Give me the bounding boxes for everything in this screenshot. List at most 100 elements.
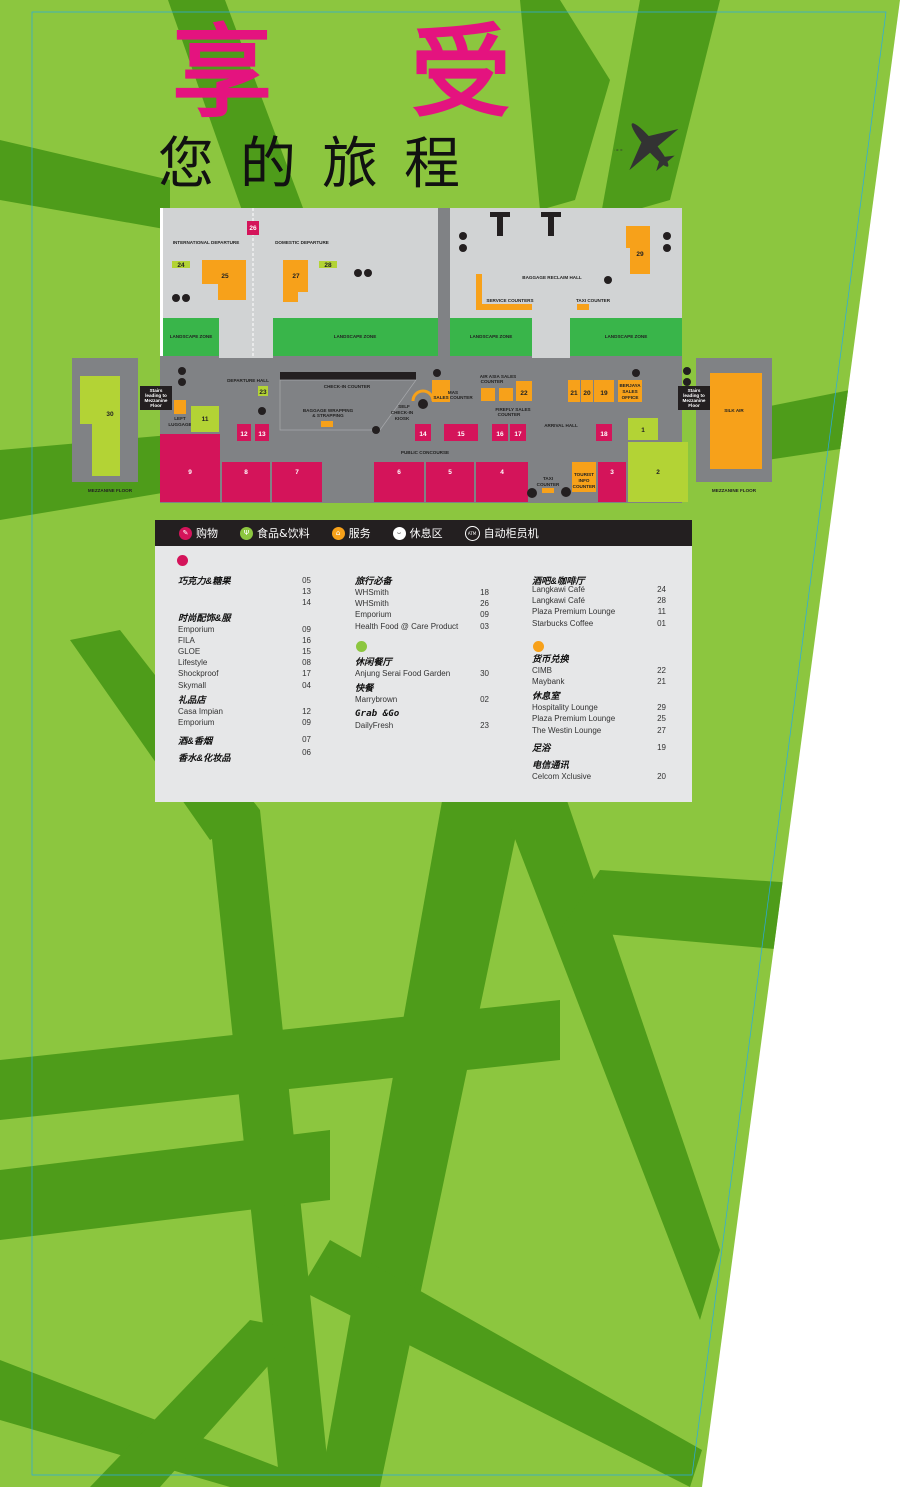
unit-23[interactable]: 23	[259, 389, 267, 396]
category-title: 酒&香烟	[178, 736, 213, 747]
unit-20[interactable]: 20	[583, 390, 591, 397]
unit-3[interactable]: 3	[610, 469, 614, 476]
unit-29[interactable]: 29	[636, 251, 644, 258]
unit-9[interactable]: 9	[188, 469, 192, 476]
baggage-wrapping-label: BAGGAGE WRAPPING	[303, 408, 354, 413]
service-counters-label: SERVICE COUNTERS	[486, 298, 533, 303]
unit-6[interactable]: 6	[397, 469, 401, 476]
category-title: 足浴	[532, 742, 551, 753]
tourist-info-label: COUNTER	[573, 484, 596, 489]
unit-8[interactable]: 8	[244, 469, 248, 476]
restroom-icon	[178, 367, 186, 375]
category-title: Grab &Go	[355, 708, 400, 720]
unit-17[interactable]: 17	[514, 431, 522, 438]
mezzanine-floor-label: MEZZANINE FLOOR	[88, 488, 133, 493]
unit-14[interactable]: 14	[419, 431, 427, 438]
page-subtitle: 您的旅程	[158, 132, 486, 197]
domestic-departure-label: DOMESTIC DEPARTURE	[275, 240, 329, 245]
legend-food[interactable]: Ψ 食品&饮料	[240, 525, 310, 541]
landscape-zone-label: LANDSCAPE ZONE	[170, 334, 213, 339]
airasia-label: AIR ASIA SALES	[480, 374, 516, 379]
service-icon	[533, 641, 544, 652]
stairs-label: Mezzanine	[683, 398, 706, 403]
unit-15[interactable]: 15	[457, 431, 465, 438]
check-in-counter-label: CHECK-IN COUNTER	[324, 384, 371, 389]
unit-19[interactable]: 19	[600, 390, 608, 397]
restroom-icon	[459, 244, 467, 252]
unit-21[interactable]: 21	[570, 390, 578, 397]
list-item[interactable]: 05	[302, 576, 311, 585]
unit-2[interactable]: 2	[656, 469, 660, 476]
terminal-map: LANDSCAPE ZONE LANDSCAPE ZONE LANDSCAPE …	[72, 208, 772, 503]
taxi-counter-label: COUNTER	[537, 482, 560, 487]
unit-26[interactable]: 26	[249, 225, 257, 232]
firefly-label: COUNTER	[498, 412, 521, 417]
unit-16[interactable]: 16	[496, 431, 504, 438]
list-item[interactable]: 07	[302, 735, 311, 745]
restroom-icon	[459, 232, 467, 240]
unit-1[interactable]: 1	[641, 427, 645, 434]
restroom-icon	[683, 367, 691, 375]
unit-18[interactable]: 18	[600, 431, 608, 438]
category-title: 旅行必备	[355, 576, 392, 586]
arrival-hall-label: ARRIVAL HALL	[544, 423, 578, 428]
legend-service[interactable]: ⌂ 服务	[331, 525, 371, 541]
mas-sales-label: SALES COUNTER	[433, 395, 473, 400]
legend-label: 自动柜员机	[483, 527, 539, 540]
list-item[interactable]: 13	[302, 587, 311, 597]
unit-11[interactable]: 11	[202, 416, 209, 423]
shopping-icon	[177, 555, 188, 566]
airplane-icon	[614, 123, 679, 172]
unit-24[interactable]: 24	[177, 262, 185, 269]
legend-atm[interactable]: ATM 自动柜员机	[464, 525, 539, 541]
self-checkin-label: KIOSK	[395, 416, 410, 421]
legend-label: 服务	[348, 527, 371, 540]
legend-shopping[interactable]: ✎ 购物	[179, 525, 218, 541]
unit-27[interactable]: 27	[292, 273, 300, 280]
unit-7[interactable]: 7	[295, 469, 299, 476]
category-title: 巧克力&糖果	[178, 576, 231, 586]
unit-12[interactable]: 12	[240, 431, 248, 438]
berjaya-label: SALES	[622, 389, 637, 394]
stairs-label: leading to	[683, 393, 705, 398]
unit-13[interactable]: 13	[258, 431, 266, 438]
unit-28[interactable]: 28	[324, 262, 332, 269]
unit-5[interactable]: 5	[448, 469, 452, 476]
list-item[interactable]: 14	[302, 598, 311, 608]
tourist-info-label: INFO	[579, 478, 590, 483]
landscape-zone-label: LANDSCAPE ZONE	[605, 334, 648, 339]
legend-lounge[interactable]: ⌣ 休息区	[392, 525, 443, 541]
restroom-icon	[663, 232, 671, 240]
unit-25[interactable]: 25	[221, 273, 229, 280]
list-item[interactable]: 06	[302, 748, 311, 758]
unit-22[interactable]: 22	[520, 390, 528, 397]
unit-4[interactable]: 4	[500, 469, 504, 476]
unit-30[interactable]: 30	[106, 411, 114, 418]
